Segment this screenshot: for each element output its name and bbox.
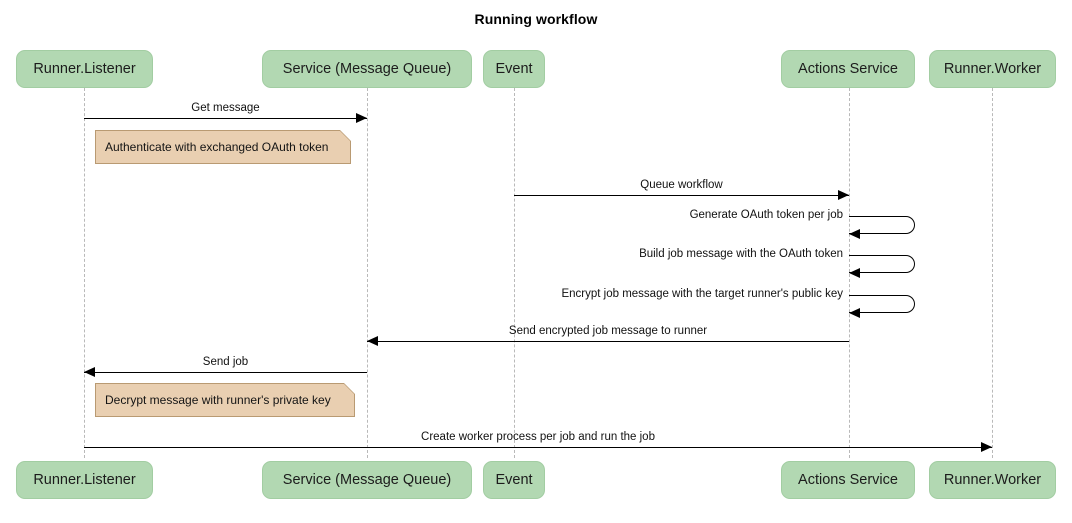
note-fold-inner-icon (344, 383, 355, 394)
arrowhead-left-icon (849, 229, 860, 239)
message-label-encrypt-message: Encrypt job message with the target runn… (561, 288, 843, 300)
message-label-queue-workflow: Queue workflow (640, 179, 723, 191)
arrowhead-left-icon (849, 308, 860, 318)
arrowhead-left-icon (849, 268, 860, 278)
message-line-send-encrypted[interactable] (367, 341, 849, 342)
note-text: Authenticate with exchanged OAuth token (105, 140, 329, 154)
participant-event-bottom[interactable]: Event (483, 461, 545, 499)
self-message-loop-encrypt-message[interactable] (849, 295, 915, 313)
participant-event-top[interactable]: Event (483, 50, 545, 88)
message-label-get-message: Get message (191, 102, 260, 114)
participant-actions-service-bottom[interactable]: Actions Service (781, 461, 915, 499)
message-label-generate-token: Generate OAuth token per job (689, 209, 843, 221)
message-line-send-job[interactable] (84, 372, 367, 373)
arrowhead-right-icon (356, 113, 367, 123)
message-label-build-message: Build job message with the OAuth token (639, 248, 843, 260)
participant-runner-listener-top[interactable]: Runner.Listener (16, 50, 153, 88)
participant-label: Runner.Worker (943, 61, 1042, 77)
participant-label: Service (Message Queue) (282, 61, 452, 77)
arrowhead-right-icon (838, 190, 849, 200)
arrowhead-left-icon (84, 367, 95, 377)
participant-runner-worker-bottom[interactable]: Runner.Worker (929, 461, 1056, 499)
self-message-loop-build-message[interactable] (849, 255, 915, 273)
participant-label: Actions Service (798, 61, 898, 77)
participant-runner-listener-bottom[interactable]: Runner.Listener (16, 461, 153, 499)
message-label-send-encrypted: Send encrypted job message to runner (508, 325, 708, 337)
participant-actions-service-top[interactable]: Actions Service (781, 50, 915, 88)
self-message-loop-generate-token[interactable] (849, 216, 915, 234)
participant-label: Service (Message Queue) (282, 472, 452, 488)
participant-label: Actions Service (798, 472, 898, 488)
lifeline-runner-listener (84, 88, 85, 458)
diagram-title: Running workflow (474, 11, 598, 27)
note-decrypt: Decrypt message with runner's private ke… (95, 383, 355, 417)
participant-service-queue-bottom[interactable]: Service (Message Queue) (262, 461, 472, 499)
message-line-queue-workflow[interactable] (514, 195, 849, 196)
participant-label: Runner.Worker (943, 472, 1042, 488)
arrowhead-left-icon (367, 336, 378, 346)
participant-runner-worker-top[interactable]: Runner.Worker (929, 50, 1056, 88)
lifeline-service-queue (367, 88, 368, 458)
lifeline-event (514, 88, 515, 458)
arrowhead-right-icon (981, 442, 992, 452)
message-label-send-job: Send job (202, 356, 249, 368)
note-authenticate: Authenticate with exchanged OAuth token (95, 130, 351, 164)
note-fold-inner-icon (340, 130, 351, 141)
participant-label: Runner.Listener (33, 61, 136, 77)
message-line-create-worker[interactable] (84, 447, 992, 448)
note-text: Decrypt message with runner's private ke… (105, 393, 331, 407)
participant-label: Runner.Listener (33, 472, 136, 488)
message-label-create-worker: Create worker process per job and run th… (421, 431, 655, 443)
participant-service-queue-top[interactable]: Service (Message Queue) (262, 50, 472, 88)
participant-label: Event (495, 61, 533, 77)
message-line-get-message[interactable] (84, 118, 367, 119)
participant-label: Event (495, 472, 533, 488)
lifeline-runner-worker (992, 88, 993, 458)
